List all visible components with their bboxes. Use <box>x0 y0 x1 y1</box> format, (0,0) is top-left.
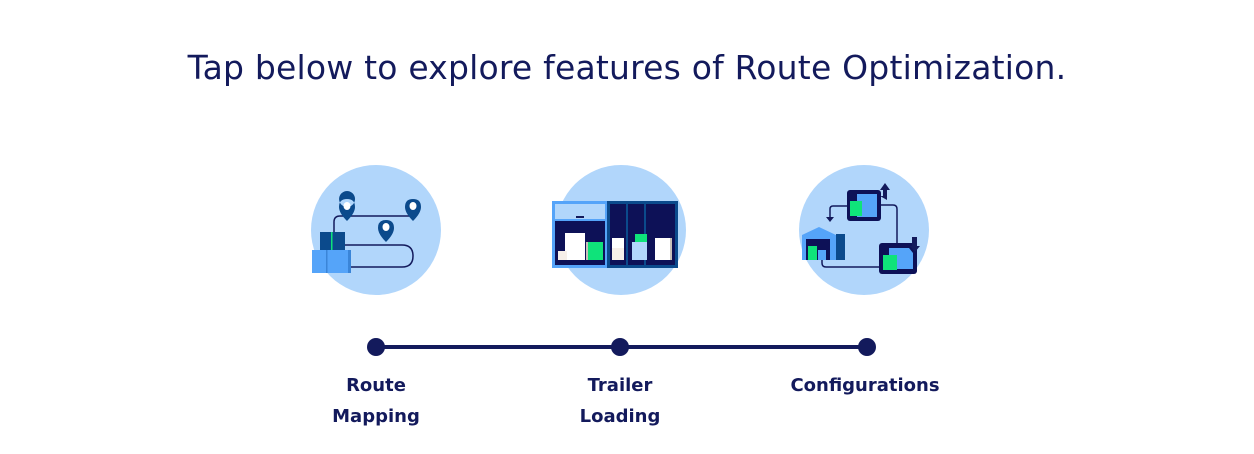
trailer-loading-icon[interactable] <box>545 160 695 300</box>
feature-label-line2: Mapping <box>332 406 420 427</box>
timeline-dot-trailer-loading[interactable] <box>611 338 629 356</box>
feature-configurations[interactable]: Configurations <box>765 370 965 401</box>
feature-label-line2: Loading <box>579 406 661 427</box>
configurations-icon[interactable] <box>790 160 940 300</box>
timeline-dot-configurations[interactable] <box>858 338 876 356</box>
feature-label-line1: Configurations <box>790 375 940 396</box>
feature-label-line1: Route <box>346 375 406 396</box>
page-title: Tap below to explore features of Route O… <box>187 48 1067 87</box>
feature-trailer-loading[interactable]: Trailer Loading <box>520 370 720 432</box>
feature-label-line1: Trailer <box>587 375 653 396</box>
route-mapping-icon[interactable] <box>300 160 460 300</box>
feature-route-mapping[interactable]: Route Mapping <box>276 370 476 432</box>
timeline-dot-route-mapping[interactable] <box>367 338 385 356</box>
